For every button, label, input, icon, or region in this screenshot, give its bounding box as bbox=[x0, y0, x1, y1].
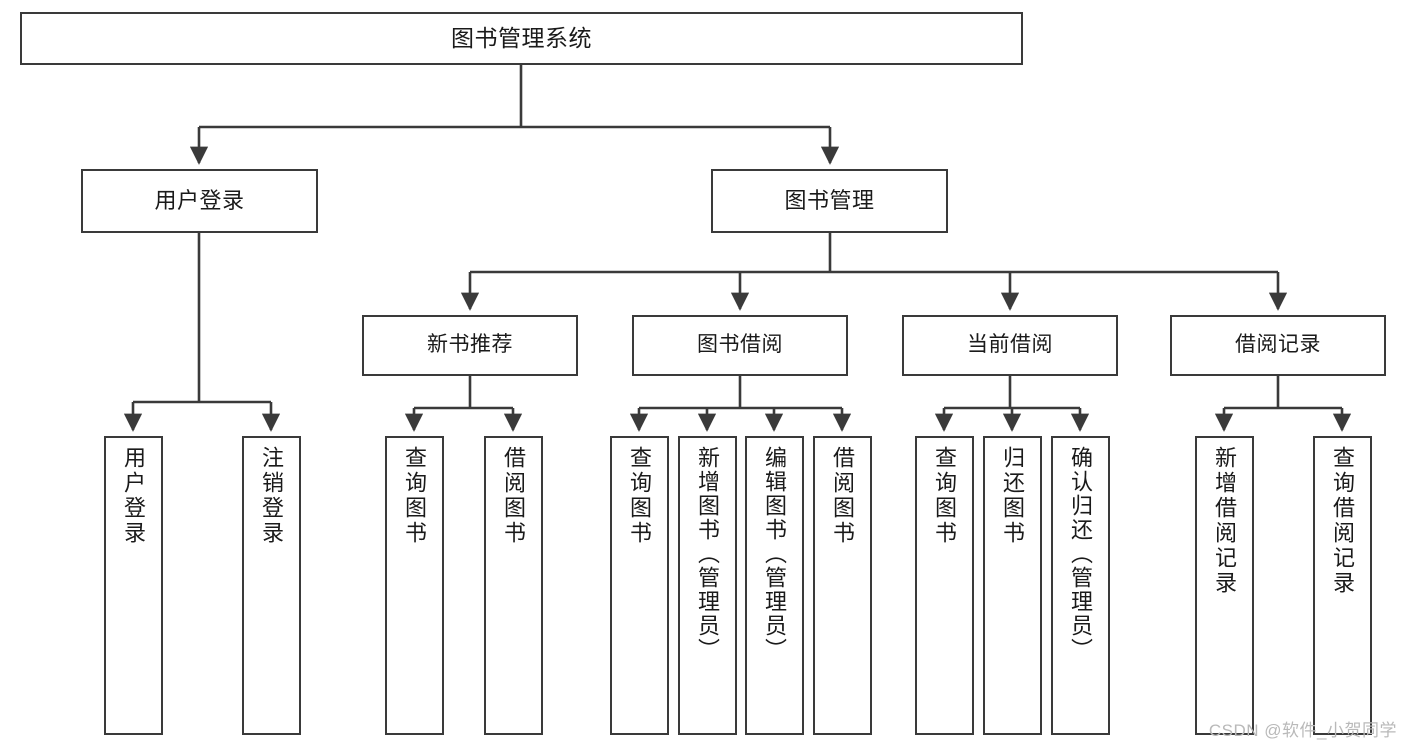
node-label: 借阅图书 bbox=[501, 446, 527, 546]
node-book-management[interactable]: 图书管理 bbox=[711, 169, 948, 233]
leaf-book-borrow-borrow-book[interactable]: 借阅图书 bbox=[813, 436, 872, 735]
node-current-borrow[interactable]: 当前借阅 bbox=[902, 315, 1118, 376]
node-label: 查询图书 bbox=[627, 446, 653, 546]
node-book-management-system[interactable]: 图书管理系统 bbox=[20, 12, 1023, 65]
node-label: 查询图书 bbox=[932, 446, 958, 546]
node-label: 借阅图书 bbox=[830, 446, 856, 546]
node-label: 新增图书（管理员） bbox=[695, 446, 721, 662]
leaf-book-borrow-edit-book-admin[interactable]: 编辑图书（管理员） bbox=[745, 436, 804, 735]
node-borrow-record[interactable]: 借阅记录 bbox=[1170, 315, 1386, 376]
node-label: 用户登录 bbox=[154, 188, 245, 214]
watermark-text: CSDN @软件_小贺同学 bbox=[1208, 721, 1397, 740]
leaf-book-borrow-add-book-admin[interactable]: 新增图书（管理员） bbox=[678, 436, 737, 735]
leaf-new-book-query-book[interactable]: 查询图书 bbox=[385, 436, 444, 735]
leaf-current-borrow-confirm-return-admin[interactable]: 确认归还（管理员） bbox=[1051, 436, 1110, 735]
node-label: 编辑图书（管理员） bbox=[762, 446, 788, 662]
node-book-borrow[interactable]: 图书借阅 bbox=[632, 315, 848, 376]
node-label: 图书管理系统 bbox=[451, 24, 592, 51]
leaf-borrow-record-add-record[interactable]: 新增借阅记录 bbox=[1195, 436, 1254, 735]
node-label: 用户登录 bbox=[121, 446, 147, 546]
leaf-new-book-borrow-book[interactable]: 借阅图书 bbox=[484, 436, 543, 735]
node-label: 注销登录 bbox=[259, 446, 285, 546]
node-label: 查询借阅记录 bbox=[1330, 446, 1356, 596]
node-label: 确认归还（管理员） bbox=[1068, 446, 1094, 662]
node-label: 图书借阅 bbox=[697, 333, 783, 357]
node-label: 借阅记录 bbox=[1235, 333, 1321, 357]
leaf-user-login-sign-out[interactable]: 注销登录 bbox=[242, 436, 301, 735]
node-label: 图书管理 bbox=[784, 188, 875, 214]
node-label: 查询图书 bbox=[402, 446, 428, 546]
leaf-current-borrow-return-book[interactable]: 归还图书 bbox=[983, 436, 1042, 735]
node-label: 归还图书 bbox=[1000, 446, 1026, 546]
leaf-current-borrow-query-book[interactable]: 查询图书 bbox=[915, 436, 974, 735]
leaf-borrow-record-query-record[interactable]: 查询借阅记录 bbox=[1313, 436, 1372, 735]
node-label: 当前借阅 bbox=[967, 333, 1053, 357]
node-label: 新增借阅记录 bbox=[1212, 446, 1238, 596]
node-label: 新书推荐 bbox=[427, 333, 513, 357]
node-new-book-recommend[interactable]: 新书推荐 bbox=[362, 315, 578, 376]
node-user-login[interactable]: 用户登录 bbox=[81, 169, 318, 233]
leaf-user-login-sign-in[interactable]: 用户登录 bbox=[104, 436, 163, 735]
leaf-book-borrow-query-book[interactable]: 查询图书 bbox=[610, 436, 669, 735]
